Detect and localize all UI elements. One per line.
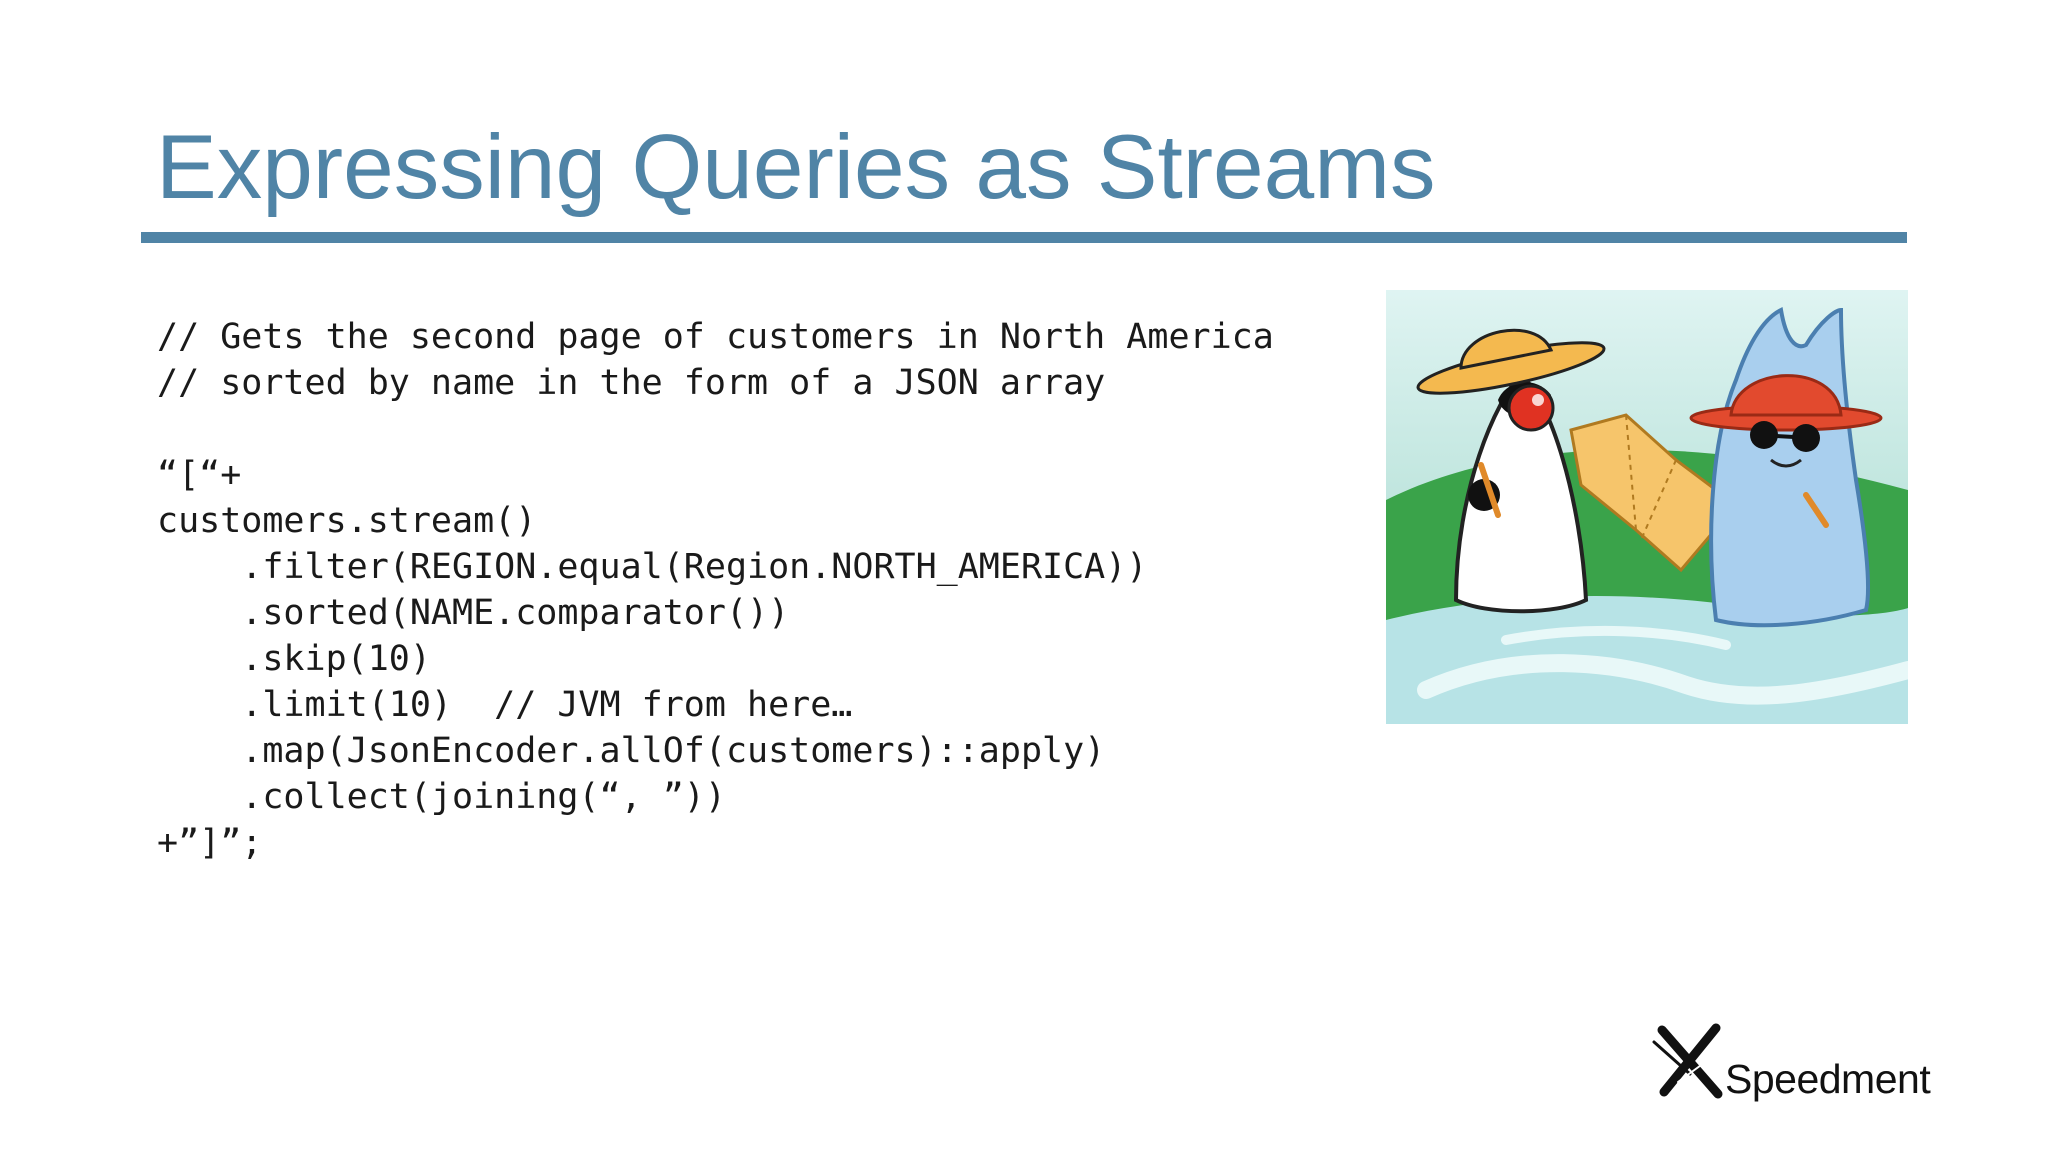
code-line: “[“+ [157, 455, 242, 495]
creature-glasses-right [1792, 424, 1820, 452]
mascot-illustration-svg [1386, 290, 1908, 724]
slide-title: Expressing Queries as Streams [156, 117, 1436, 218]
brand-wordmark: Speedment [1725, 1056, 1931, 1102]
code-line: .skip(10) [157, 639, 431, 679]
code-line: .collect(joining(“, ”)) [157, 777, 726, 817]
code-line: .sorted(NAME.comparator()) [157, 593, 790, 633]
creature-pencil [1803, 492, 1829, 528]
code-line: .limit(10) // JVM from here… [157, 685, 853, 725]
map-fold-2 [1640, 459, 1677, 541]
creature-hat-crown [1729, 374, 1843, 417]
duke-body [1453, 372, 1589, 614]
speedment-logo: Speedment [1650, 1022, 1931, 1112]
river-swirl [1417, 654, 1908, 705]
duke-nose [1507, 384, 1555, 432]
code-line [157, 406, 1357, 452]
creature-glasses-left [1750, 421, 1778, 449]
river-swirl-2 [1501, 625, 1731, 650]
straw-hat-crown [1459, 328, 1554, 370]
title-underline [141, 232, 1907, 243]
creature-glasses-bridge [1775, 434, 1795, 439]
code-line: customers.stream() [157, 501, 537, 541]
code-block: // Gets the second page of customers in … [157, 314, 1357, 866]
map [1569, 413, 1739, 573]
speedment-x-icon [1652, 1023, 1723, 1099]
code-line: .filter(REGION.equal(Region.NORTH_AMERIC… [157, 547, 1148, 587]
pencil [1478, 462, 1501, 518]
code-line: // sorted by name in the form of a JSON … [157, 363, 1106, 403]
code-line: .map(JsonEncoder.allOf(customers)::apply… [157, 731, 1106, 771]
code-line: // Gets the second page of customers in … [157, 317, 1274, 357]
mascot-illustration [1386, 290, 1908, 724]
code-line: +”]”; [157, 823, 263, 863]
duke-nose-shine [1532, 394, 1544, 406]
creature-smile [1770, 458, 1802, 468]
